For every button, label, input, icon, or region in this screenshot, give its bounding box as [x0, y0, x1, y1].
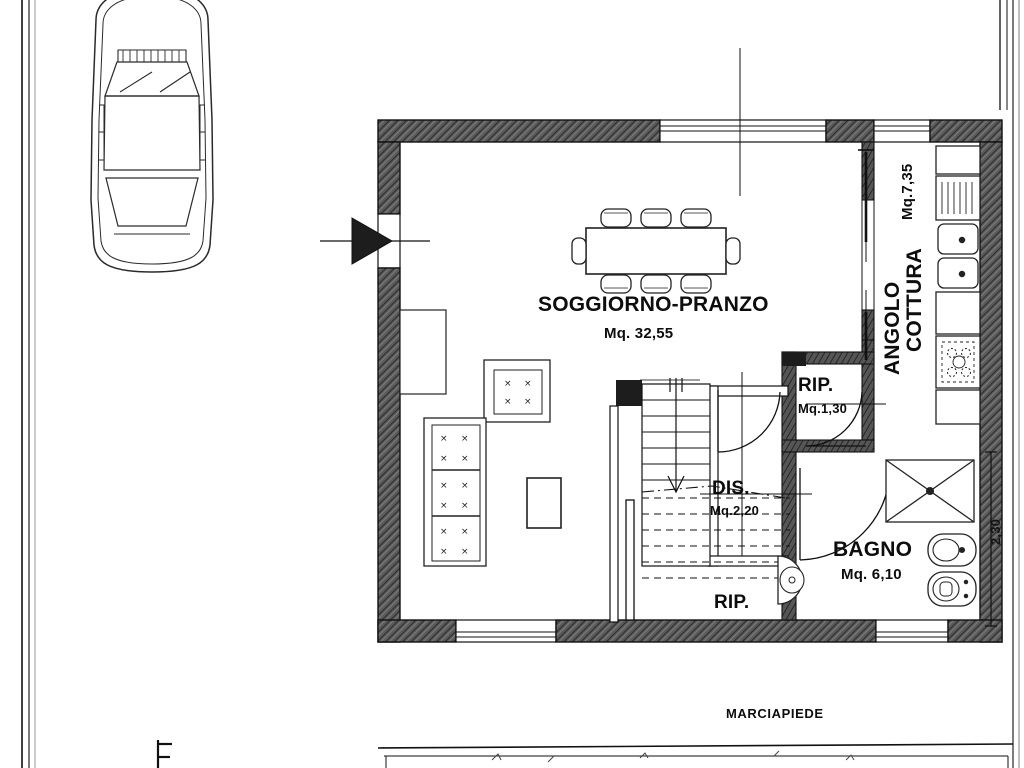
car-top-view-icon	[90, 0, 214, 273]
room-label-cottura: COTTURA	[903, 247, 926, 352]
room-area-angolo: Mq.7,35	[899, 163, 916, 220]
sink-basin-2	[937, 257, 979, 289]
room-area-bagno: Mq. 6,10	[841, 566, 902, 583]
window-bottom-1	[455, 619, 557, 643]
sink-basin-1	[937, 223, 979, 255]
svg-text:×: ×	[440, 527, 448, 537]
svg-text:×: ×	[440, 547, 448, 557]
kitchen-counter-bottom	[935, 389, 981, 425]
kitchen-counter-mid	[935, 291, 981, 335]
property-boundary-left	[21, 0, 36, 768]
plan-corner-mark	[156, 740, 172, 768]
dining-set	[571, 208, 741, 294]
dimension-lines	[858, 149, 997, 627]
coffee-table	[526, 477, 562, 529]
door-swings	[320, 217, 891, 561]
dining-chairs-top	[600, 208, 712, 228]
cooktop-4-burner	[935, 335, 981, 389]
svg-text:×: ×	[461, 481, 469, 491]
dining-chair-left	[571, 237, 587, 265]
room-label-bagno: BAGNO	[833, 538, 913, 561]
washbasin	[927, 533, 977, 567]
svg-text:×: ×	[461, 527, 469, 537]
room-area-disimpegno: Mq.2,20	[710, 503, 760, 518]
svg-text:×: ×	[461, 454, 469, 464]
dining-chairs-bottom	[600, 274, 712, 294]
window-top-2	[873, 119, 931, 143]
kitchen-fixtures	[935, 145, 981, 425]
door-ripostiglio-1	[805, 391, 866, 447]
room-label-disimpegno: DIS.	[712, 478, 750, 499]
svg-text:×: ×	[461, 434, 469, 444]
stair-hidden-treads	[642, 497, 790, 579]
svg-text:×: ×	[461, 547, 469, 557]
svg-text:×: ×	[504, 397, 512, 407]
building-walls	[377, 119, 1003, 643]
bathroom-fixtures	[777, 459, 977, 607]
bidet	[777, 555, 805, 605]
centerlines	[640, 48, 886, 556]
entry-door-arrow-icon	[320, 217, 430, 265]
armchair: × × × ×	[483, 359, 551, 423]
wall-niche	[399, 309, 447, 395]
dining-chair-right	[725, 237, 741, 265]
toilet	[927, 571, 977, 607]
dimension-label-right-wall: 2,30	[988, 518, 1003, 545]
site-marks	[491, 750, 855, 763]
room-label-ripostiglio-2: RIP.	[714, 592, 750, 613]
sink-drainer	[935, 175, 981, 221]
window-bottom-2	[875, 619, 949, 643]
sidewalk-label: MARCIAPIEDE	[726, 706, 824, 721]
svg-text:×: ×	[524, 397, 532, 407]
svg-text:×: ×	[440, 501, 448, 511]
dining-table	[585, 227, 727, 275]
dim-kitchen-upper	[858, 149, 874, 262]
property-boundary-right	[999, 0, 1020, 768]
room-label-angolo: ANGOLO	[881, 281, 904, 375]
svg-text:×: ×	[440, 434, 448, 444]
room-area-ripostiglio-1: Mq.1,30	[798, 401, 848, 416]
sofa-3-seat: × × × × × × × × × × × ×	[423, 417, 487, 567]
kitchen-counter-top	[935, 145, 981, 175]
room-label-ripostiglio-1: RIP.	[798, 375, 834, 396]
svg-text:×: ×	[440, 481, 448, 491]
shower-tray	[885, 459, 975, 523]
room-area-soggiorno: Mq. 32,55	[604, 325, 674, 342]
dim-right-2_30	[985, 451, 997, 627]
door-disimpegno	[717, 390, 781, 453]
svg-text:×: ×	[504, 379, 512, 389]
svg-text:×: ×	[440, 454, 448, 464]
window-top-1	[659, 119, 827, 143]
svg-text:×: ×	[524, 379, 532, 389]
svg-text:×: ×	[461, 501, 469, 511]
room-label-soggiorno: SOGGIORNO-PRANZO	[538, 293, 769, 316]
sidewalk-lines	[377, 743, 1014, 768]
